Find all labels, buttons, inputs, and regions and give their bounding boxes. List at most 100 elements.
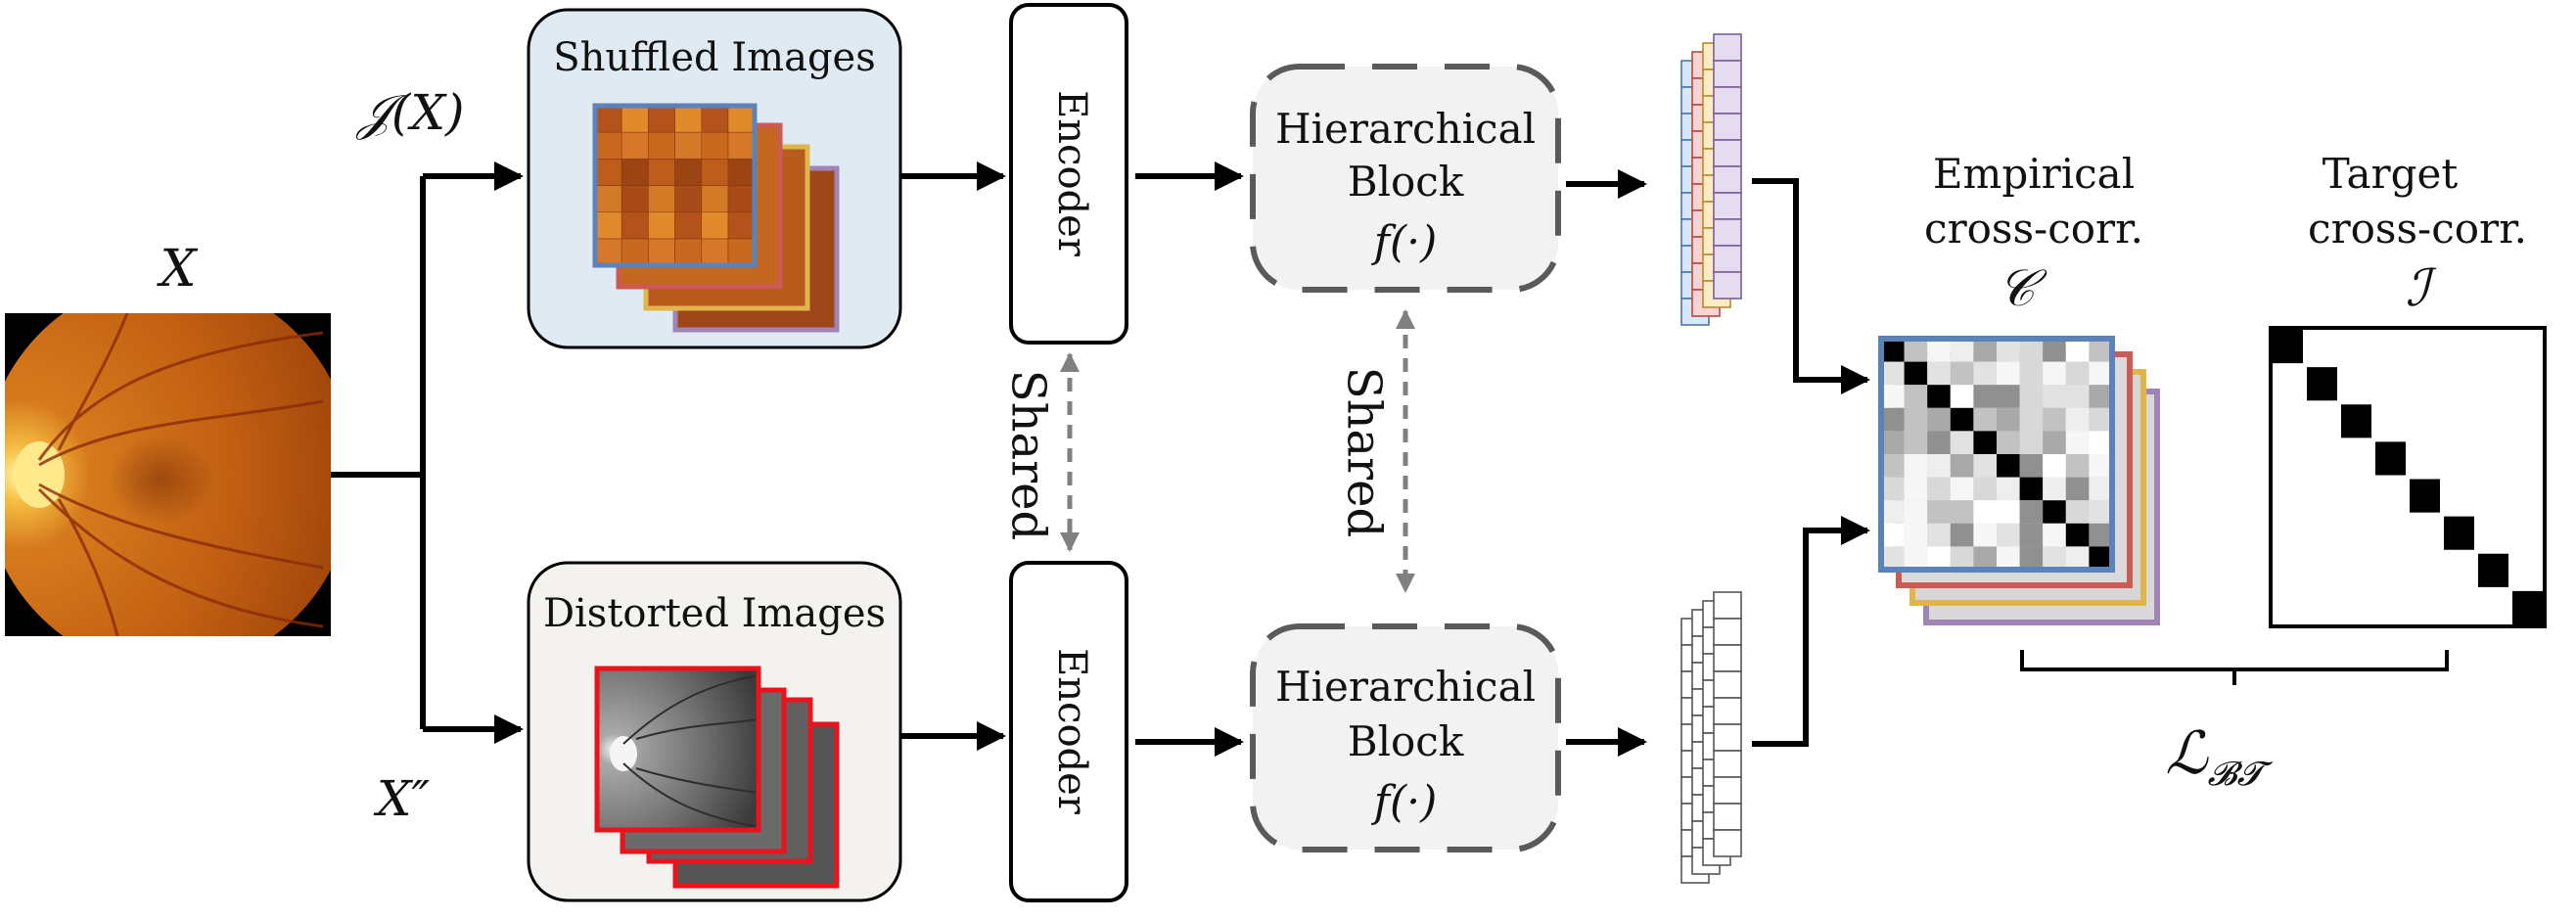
corr-cell [2065, 407, 2090, 432]
corr-cell [1973, 361, 1997, 386]
encoder-bottom: Encoder [1009, 561, 1128, 902]
corr-cell [2089, 385, 2112, 408]
split-connector [331, 161, 524, 744]
shuffle-tile [674, 159, 703, 186]
embedding-cell [1713, 670, 1742, 699]
corr-cell [1973, 500, 1997, 524]
embedding-cell [1713, 86, 1742, 115]
corr-cell [2089, 454, 2112, 478]
shuffle-tile [621, 238, 649, 266]
corr-cell [1997, 523, 2020, 547]
target-line2: cross-corr. [2308, 205, 2527, 253]
shuffle-tile [594, 211, 622, 240]
shuffle-tile [727, 131, 756, 160]
loss-symbol: ℒ [2165, 719, 2209, 788]
corr-cell [1997, 431, 2020, 454]
corr-cell [2019, 454, 2044, 478]
hier-top-line2: Block [1348, 158, 1464, 206]
corr-cell [1950, 385, 1974, 408]
corr-cell [1950, 339, 1974, 362]
identity-cell [2444, 516, 2474, 550]
corr-cell [1950, 361, 1974, 386]
shuffle-tile [648, 238, 675, 266]
shuffle-tile [727, 238, 756, 266]
corr-cell [1973, 477, 1997, 501]
target-symbol: ℐ [2406, 259, 2438, 318]
corr-cell [2043, 361, 2066, 386]
shuffle-tile [701, 131, 729, 160]
corr-cell [2019, 431, 2044, 454]
shuffle-tile [727, 105, 756, 133]
shuffle-tile [594, 238, 622, 266]
embedding-cell [1713, 139, 1742, 167]
embedding-cell [1713, 803, 1742, 831]
identity-cell [2341, 404, 2371, 438]
empirical-line1: Empirical [1933, 150, 2135, 198]
corr-cell [1881, 339, 1905, 362]
corr-cell [1927, 361, 1951, 386]
shuffle-tile [674, 185, 703, 213]
corr-cell [1904, 385, 1928, 408]
embedding-cell [1713, 218, 1742, 247]
shuffle-tile [701, 185, 729, 213]
distorted-images-box: Distorted Images [527, 561, 902, 902]
identity-cell [2307, 367, 2337, 401]
shuffle-tile [674, 211, 703, 240]
distorted-images-title: Distorted Images [543, 591, 886, 636]
shuffle-tile [701, 238, 729, 266]
corr-cell [1973, 385, 1997, 408]
corr-cell [1950, 523, 1974, 547]
shuffle-tile [594, 159, 622, 186]
corr-cell [1881, 407, 1905, 432]
encoder-top-label: Encoder [1049, 90, 1094, 257]
corr-cell [1973, 454, 1997, 478]
shared-hier-label: Shared [1337, 367, 1392, 538]
corr-cell [2043, 523, 2066, 547]
corr-cell [1950, 477, 1974, 501]
shuffle-tile [727, 211, 756, 240]
corr-cell [2019, 339, 2044, 362]
shuffle-tile [648, 211, 675, 240]
corr-cell [2065, 546, 2090, 570]
corr-cell [2089, 431, 2112, 454]
corr-cell [2019, 523, 2044, 547]
shuffled-images-box: Shuffled Images [527, 8, 902, 349]
identity-cell [2478, 553, 2508, 587]
corr-cell [2043, 339, 2066, 362]
corr-cell [2019, 477, 2044, 501]
identity-cell [2410, 479, 2440, 513]
shuffle-tile [674, 238, 703, 266]
corr-cell [2065, 454, 2090, 478]
embedding-cell [1713, 113, 1742, 141]
corr-cell [1927, 454, 1951, 478]
corr-cell [1881, 361, 1905, 386]
corr-cell [1997, 385, 2020, 408]
corr-cell [2089, 361, 2112, 386]
corr-cell [2043, 407, 2066, 432]
loss-bracket [2020, 650, 2449, 685]
corr-cell [1997, 500, 2020, 524]
shuffle-tile [594, 131, 622, 160]
corr-cell [1997, 454, 2020, 478]
corr-cell [1904, 361, 1928, 386]
shuffle-tile [621, 185, 649, 213]
identity-cell [2512, 590, 2543, 624]
corr-cell [2019, 361, 2044, 386]
corr-cell [1997, 546, 2020, 570]
distorted-image-front [594, 666, 761, 833]
corr-cell [2065, 385, 2090, 408]
shuffle-tile [727, 185, 756, 213]
corr-cell [1927, 407, 1951, 432]
corr-cell [1950, 500, 1974, 524]
shuffled-image-front [592, 103, 758, 268]
target-matrix [2269, 326, 2547, 628]
distorted-stack [594, 666, 840, 889]
corr-cell [1927, 339, 1951, 362]
shuffle-tile [727, 159, 756, 186]
corr-cell [2043, 454, 2066, 478]
corr-cell [1881, 500, 1905, 524]
corr-cell [2089, 523, 2112, 547]
shuffle-tile [674, 131, 703, 160]
corr-cell [2065, 477, 2090, 501]
corr-cell [2043, 477, 2066, 501]
